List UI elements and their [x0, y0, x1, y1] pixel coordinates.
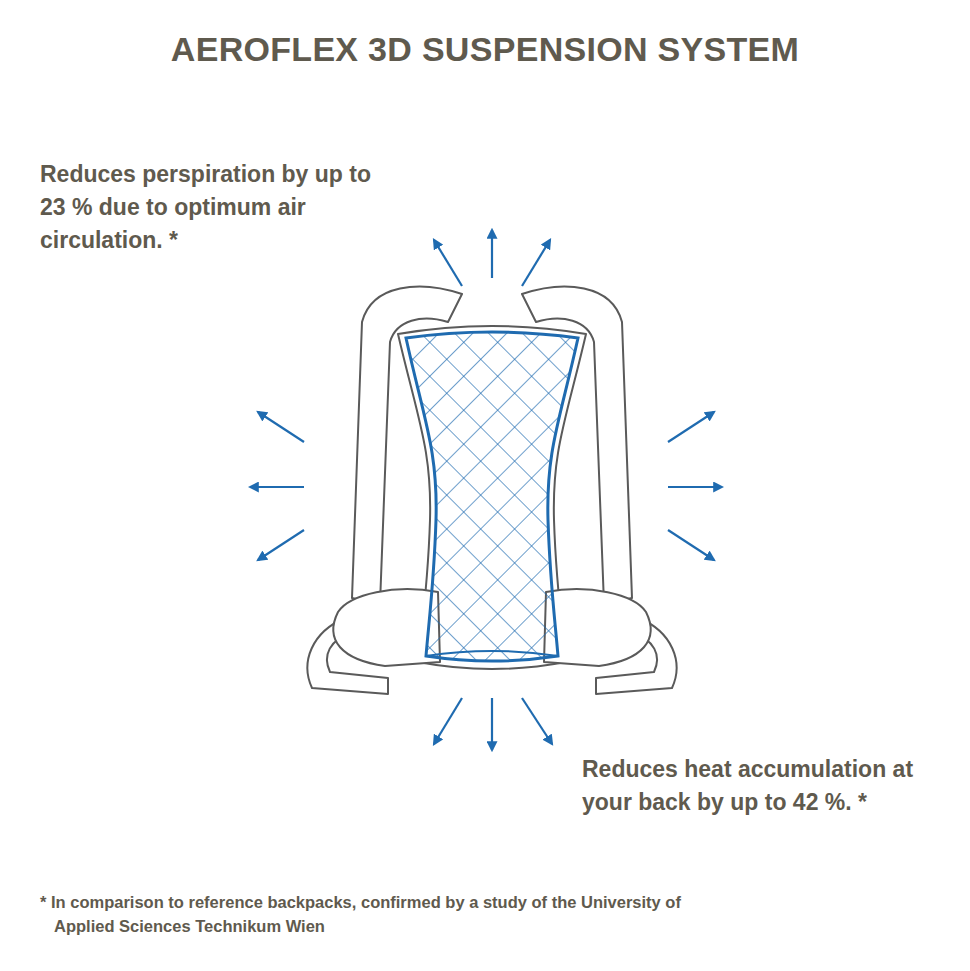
callout-note: Reduces heat accumulation at your back b… [582, 753, 942, 819]
backpack-frame [307, 287, 676, 694]
footnote: * In comparison to reference backpacks, … [40, 890, 694, 938]
airflow-arrows [250, 230, 722, 750]
callout-note: Reduces perspiration by up to 23 % due t… [40, 158, 385, 257]
diagram-title: AEROFLEX 3D SUSPENSION SYSTEM [0, 30, 970, 69]
mesh-panel [406, 332, 578, 661]
